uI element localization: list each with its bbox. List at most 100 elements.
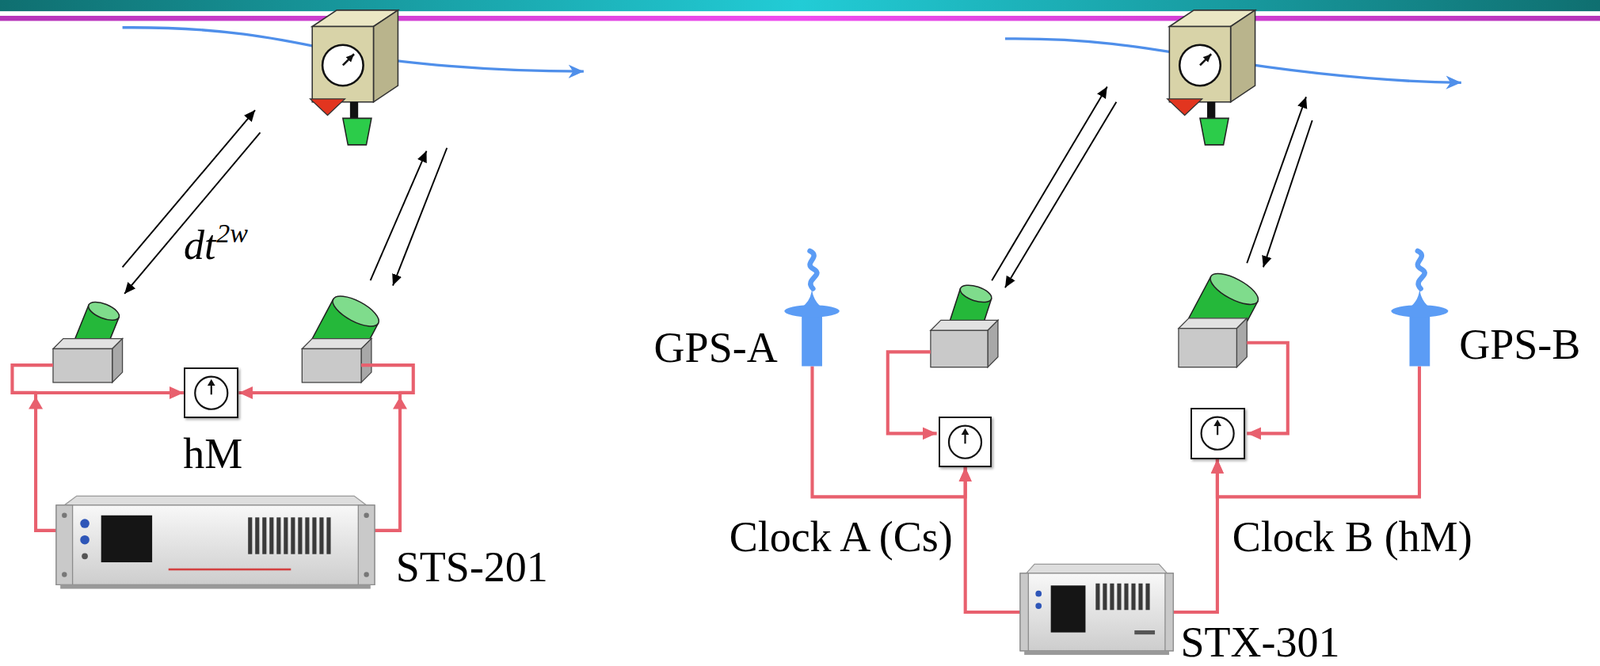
device-button bbox=[81, 552, 88, 560]
clock-hand bbox=[961, 427, 970, 435]
signal-arrow bbox=[392, 148, 447, 286]
formula-superscript: 2w bbox=[216, 220, 248, 248]
signal-wire bbox=[11, 365, 54, 393]
signal-wire bbox=[1246, 342, 1288, 435]
satellite bbox=[1167, 10, 1256, 145]
title-band bbox=[0, 0, 1600, 12]
rack-ear bbox=[358, 505, 375, 585]
node-label: Clock B (hM) bbox=[1232, 515, 1473, 559]
ground-station bbox=[53, 298, 123, 383]
ground-station bbox=[930, 281, 999, 368]
gps-antenna: GPS-B bbox=[1390, 247, 1450, 366]
vent-slot bbox=[276, 517, 281, 554]
device-base bbox=[1024, 651, 1170, 656]
signal-squiggle bbox=[1417, 251, 1425, 290]
signal-squiggle bbox=[810, 251, 818, 290]
node-label: Clock A (Cs) bbox=[729, 515, 953, 559]
device-front bbox=[56, 505, 375, 585]
ground-station bbox=[1236, 318, 1247, 368]
antenna-plate bbox=[1390, 304, 1448, 317]
node-label: GPS-B bbox=[1459, 323, 1581, 366]
vent-slot bbox=[1103, 583, 1108, 610]
node-icon bbox=[56, 495, 375, 590]
rack-hole bbox=[61, 512, 67, 518]
clock-hand bbox=[207, 379, 216, 386]
ground-station bbox=[361, 339, 372, 383]
vent-slot bbox=[247, 517, 252, 554]
rack-ear bbox=[1165, 573, 1174, 652]
node-label: STX-301 bbox=[1180, 620, 1341, 664]
satellite bbox=[1230, 10, 1256, 103]
signal-arrow bbox=[370, 151, 427, 282]
clock-box: Clock B (hM) bbox=[1190, 407, 1245, 459]
ground-station bbox=[328, 290, 384, 333]
signal-wire bbox=[887, 351, 938, 434]
rack-hole bbox=[363, 571, 369, 577]
signal-wire bbox=[1173, 459, 1217, 613]
ground-station bbox=[930, 320, 999, 331]
antenna-mast bbox=[1409, 311, 1430, 367]
time-transfer-unit: STS-201 bbox=[56, 495, 375, 590]
vent-slot bbox=[1110, 583, 1115, 610]
ground-station bbox=[301, 290, 383, 383]
signal-wire bbox=[11, 342, 1288, 435]
satellite bbox=[310, 99, 346, 116]
vent-slot bbox=[1139, 583, 1143, 610]
ground-station bbox=[930, 330, 988, 367]
device-button bbox=[1036, 590, 1043, 598]
node-icon bbox=[1390, 247, 1450, 366]
vent-slot bbox=[269, 517, 274, 554]
ground-station bbox=[86, 298, 122, 324]
node-icon bbox=[185, 369, 238, 417]
signal-arrow bbox=[1005, 102, 1117, 288]
device-top bbox=[1026, 563, 1168, 574]
ground-station bbox=[301, 348, 362, 383]
satellite bbox=[373, 10, 399, 103]
ground-station bbox=[1178, 318, 1247, 329]
device-front bbox=[1020, 573, 1174, 652]
vent-slot bbox=[1117, 583, 1122, 610]
vent-slot bbox=[297, 517, 302, 554]
ground-station bbox=[301, 339, 372, 350]
vent-slot bbox=[1146, 583, 1151, 610]
signal-arrow bbox=[124, 132, 260, 294]
satellite bbox=[350, 102, 359, 119]
satellite bbox=[1179, 45, 1221, 87]
node-label: STS-201 bbox=[396, 545, 549, 589]
node-icon bbox=[783, 247, 841, 366]
vent-slot bbox=[319, 517, 324, 554]
rack-ear bbox=[56, 505, 73, 585]
rack-hole bbox=[363, 512, 369, 518]
signal-arrow bbox=[122, 110, 256, 267]
ground-station bbox=[958, 281, 995, 306]
vent-slot bbox=[290, 517, 295, 554]
antenna-plate bbox=[784, 304, 841, 317]
antenna-mast bbox=[802, 311, 823, 367]
satellite bbox=[310, 10, 399, 145]
satellite bbox=[1167, 99, 1203, 116]
device-button bbox=[1036, 602, 1043, 610]
signal-arrow bbox=[991, 86, 1108, 281]
signal-wire bbox=[965, 467, 1021, 613]
gps-antenna: GPS-A bbox=[783, 247, 841, 366]
ground-station bbox=[1206, 267, 1263, 311]
vent-slot bbox=[326, 517, 331, 554]
rack-hole bbox=[61, 571, 67, 577]
ground-station bbox=[1178, 267, 1263, 368]
satellite bbox=[1207, 102, 1216, 119]
satellite bbox=[1169, 26, 1231, 102]
vent-slot bbox=[1096, 583, 1101, 610]
vent-slot bbox=[1131, 583, 1136, 610]
signal-arrow bbox=[122, 86, 1313, 294]
satellite bbox=[342, 53, 355, 65]
device-slot bbox=[1135, 630, 1156, 635]
clock-box: hM bbox=[183, 367, 240, 419]
device-button bbox=[80, 518, 90, 529]
ground-station bbox=[53, 339, 123, 350]
ground-station bbox=[1178, 328, 1237, 368]
clock-face bbox=[948, 425, 982, 458]
ground-station bbox=[987, 320, 999, 367]
